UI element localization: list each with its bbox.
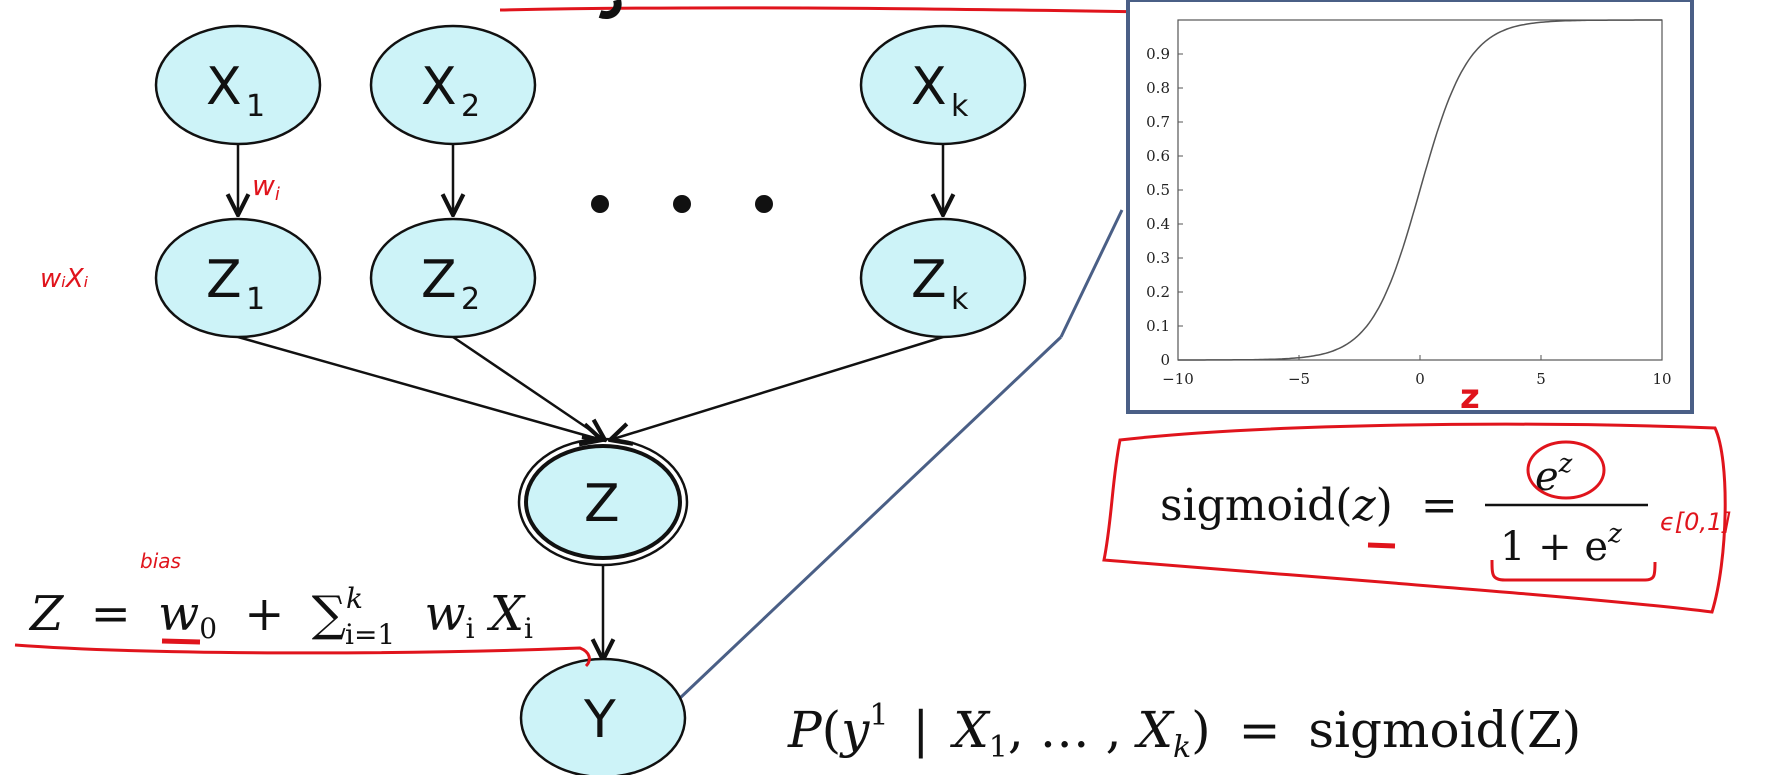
sigmoid-curve [1178, 19, 1662, 361]
y-ticks: 0 0.1 0.2 0.3 0.4 0.5 0.6 0.7 0.8 0.9 [1146, 45, 1183, 369]
svg-text:X: X [911, 57, 947, 117]
edge-zk-z [610, 335, 944, 440]
formula-red-box [1102, 422, 1727, 614]
y-tick-label: 0.5 [1146, 181, 1170, 199]
edges [238, 144, 943, 660]
z-equation-red-underline [14, 643, 591, 668]
svg-text:1: 1 [246, 282, 265, 317]
svg-text:2: 2 [461, 89, 480, 124]
connector-line-lower [677, 335, 1063, 701]
svg-text:1: 1 [246, 89, 265, 124]
y-tick-label: 0.6 [1146, 147, 1170, 165]
y-tick-label: 0.2 [1146, 283, 1170, 301]
svg-text:ez: ez [1535, 449, 1573, 500]
node-x2: X 2 [369, 24, 537, 146]
edge-z1-z [237, 335, 602, 440]
numerator-red-circle [1526, 440, 1606, 500]
range-annotation: ϵ[0,1] [1660, 508, 1732, 536]
node-zk: Z k [859, 217, 1027, 339]
w0-red-mark [161, 638, 201, 645]
ellipsis-dots [591, 195, 773, 213]
partial-title-glyph [598, 0, 622, 19]
svg-text:X: X [206, 57, 242, 117]
x-tick-label: −5 [1288, 370, 1310, 388]
svg-text:2: 2 [461, 282, 480, 317]
edge-weight-label: wi [252, 169, 280, 205]
svg-text:X: X [421, 57, 457, 117]
edge-z2-z [452, 335, 605, 440]
x-tick-label: 10 [1652, 370, 1671, 388]
svg-text:Z: Z [584, 474, 620, 534]
x-tick-label: 5 [1536, 370, 1546, 388]
svg-text:sigmoid(z) =: sigmoid(z) = [1160, 480, 1458, 531]
svg-text:Z = w0 +: Z = w0 + ∑ki=1 wi Xi [28, 582, 533, 656]
y-tick-label: 0 [1160, 351, 1170, 369]
svg-text:Y: Y [583, 690, 616, 750]
y-tick-label: 0.1 [1146, 317, 1170, 335]
y-tick-label: 0.7 [1146, 113, 1170, 131]
z-red-underline [1367, 542, 1396, 549]
connector-line-upper [1059, 209, 1124, 338]
x-tick-label: −10 [1162, 370, 1194, 388]
svg-text:k: k [951, 89, 969, 124]
weighted-input-label: wᵢXᵢ [40, 264, 89, 294]
svg-text:P(y1 | X1, … , Xk): P(y1 | X1, … , Xk) = sigmoid(Z) [787, 679, 1581, 765]
node-z2: Z 2 [369, 217, 537, 339]
svg-text:k: k [951, 282, 969, 317]
sigmoid-chart: 0 0.1 0.2 0.3 0.4 0.5 0.6 0.7 0.8 0.9 −10 −5 0 5 10 z [1126, 0, 1694, 417]
svg-text:Z: Z [911, 250, 947, 310]
sigmoid-formula: sigmoid(z) = ez 1 + ez ϵ[0,1] [1102, 422, 1732, 614]
x-tick-label: 0 [1415, 370, 1425, 388]
bias-label: bias [140, 549, 181, 573]
node-xk: X k [859, 24, 1027, 146]
node-z1: Z 1 [154, 217, 322, 339]
svg-text:Z: Z [421, 250, 457, 310]
svg-text:1 + ez: 1 + ez [1500, 519, 1622, 570]
svg-text:Z: Z [206, 250, 242, 310]
node-z: Z [517, 437, 689, 567]
y-tick-label: 0.4 [1146, 215, 1170, 233]
y-tick-label: 0.8 [1146, 79, 1170, 97]
node-x1: X 1 [154, 24, 322, 146]
node-y: Y [519, 657, 687, 775]
denominator-red-bracket [1490, 559, 1657, 582]
probability-formula: P(y1 | X1, … , Xk) = sigmoid(Z) [787, 679, 1581, 765]
chart-frame [1126, 0, 1694, 414]
x-ticks: −10 −5 0 5 10 [1162, 355, 1672, 388]
x-axis-label: z [1460, 377, 1480, 417]
y-tick-label: 0.9 [1146, 45, 1170, 63]
y-tick-label: 0.3 [1146, 249, 1170, 267]
top-red-underline [499, 6, 1151, 14]
